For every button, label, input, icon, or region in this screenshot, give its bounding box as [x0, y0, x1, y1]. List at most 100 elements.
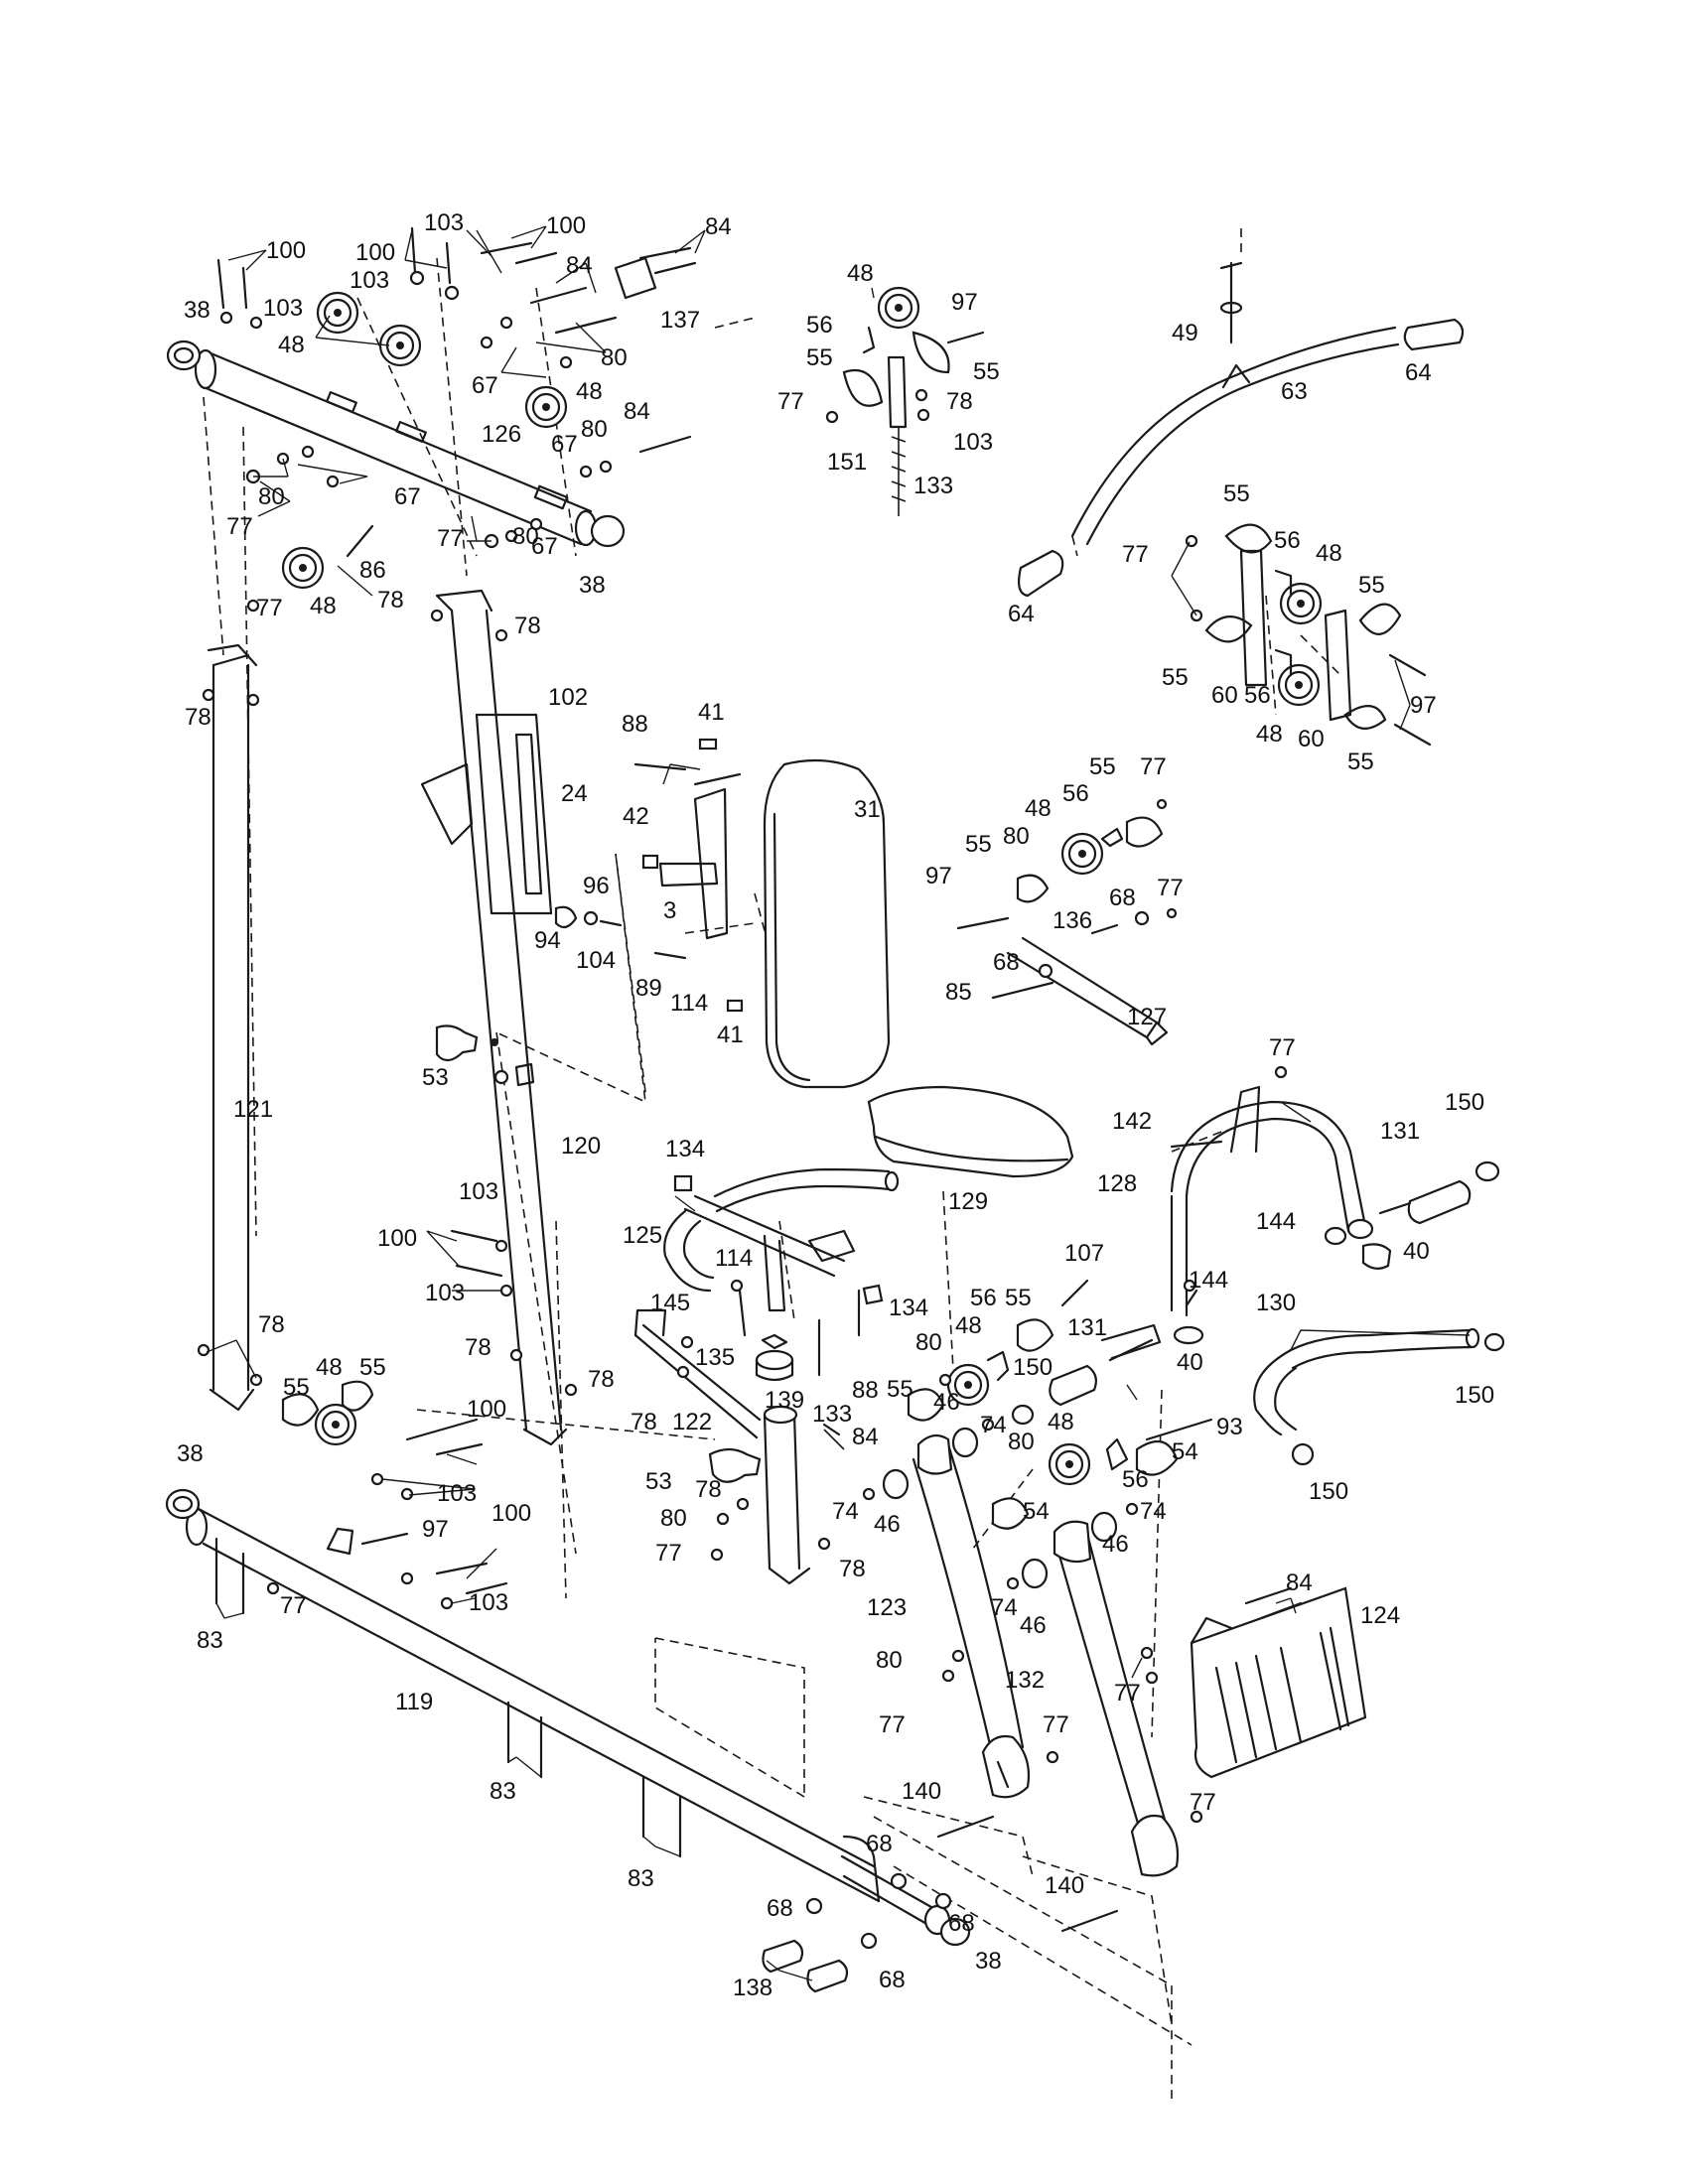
callout-55: 55	[359, 1354, 386, 1381]
callout-97: 97	[951, 289, 978, 316]
callout-150: 150	[1445, 1089, 1484, 1116]
callout-77: 77	[1140, 753, 1167, 780]
callout-80: 80	[1003, 823, 1030, 850]
callout-41: 41	[717, 1022, 744, 1048]
callout-77: 77	[1157, 875, 1184, 901]
callout-48: 48	[310, 593, 337, 619]
callout-48: 48	[1316, 540, 1342, 567]
callout-130: 130	[1256, 1290, 1296, 1316]
callout-134: 134	[889, 1295, 928, 1321]
callout-74: 74	[991, 1594, 1018, 1621]
callout-127: 127	[1127, 1004, 1167, 1030]
callout-40: 40	[1403, 1238, 1430, 1265]
callout-78: 78	[946, 388, 973, 415]
grip-64-right	[1403, 318, 1465, 351]
callout-126: 126	[482, 421, 521, 448]
callout-144: 144	[1256, 1208, 1296, 1235]
callout-leader-lines	[206, 225, 1471, 1981]
callout-48: 48	[1048, 1409, 1074, 1435]
callout-54: 54	[1023, 1498, 1050, 1525]
callout-77: 77	[1269, 1034, 1296, 1061]
assembly-guide-lines	[203, 228, 1341, 2105]
pulley-48-top-1	[316, 291, 359, 335]
callout-151: 151	[827, 449, 867, 476]
backrest-31	[763, 758, 891, 1089]
callout-120: 120	[561, 1133, 601, 1160]
callout-68: 68	[993, 949, 1020, 976]
callout-56: 56	[1062, 780, 1089, 807]
pulley-48-top-2	[378, 324, 422, 367]
pulley-48-plate-2	[1277, 663, 1321, 707]
pulley-plate-assembly-60	[1185, 523, 1432, 747]
callout-97: 97	[422, 1516, 449, 1543]
callout-144: 144	[1189, 1267, 1228, 1294]
callout-133: 133	[913, 473, 953, 499]
callout-64: 64	[1008, 601, 1035, 627]
callout-68: 68	[948, 1910, 975, 1937]
callout-136: 136	[1052, 907, 1092, 934]
nuts-top	[219, 270, 613, 613]
callout-137: 137	[660, 307, 700, 334]
callout-84: 84	[705, 213, 732, 240]
top-tube-126	[194, 348, 598, 547]
callout-55: 55	[283, 1374, 310, 1401]
end-cap-38-right	[590, 514, 626, 548]
callout-78: 78	[695, 1476, 722, 1503]
callout-80: 80	[258, 483, 285, 510]
end-cap-38-left	[166, 340, 202, 371]
callout-103: 103	[263, 295, 303, 322]
callout-85: 85	[945, 979, 972, 1006]
base-tube-119	[185, 1507, 881, 1903]
callout-77: 77	[437, 525, 464, 552]
pulley-48-plate-1	[1279, 582, 1323, 625]
callout-125: 125	[623, 1222, 662, 1249]
callout-77: 77	[226, 513, 253, 540]
callout-78: 78	[631, 1409, 657, 1435]
backrest-bracket-3	[633, 738, 744, 1013]
callout-56: 56	[1244, 682, 1271, 709]
callout-140: 140	[1045, 1872, 1084, 1899]
callout-55: 55	[1089, 753, 1116, 780]
callout-77: 77	[777, 388, 804, 415]
pulley-48-mid	[946, 1363, 990, 1407]
callout-78: 78	[258, 1311, 285, 1338]
callout-77: 77	[256, 595, 283, 621]
callout-103: 103	[953, 429, 993, 456]
grip-64-left	[1018, 549, 1064, 598]
callout-74: 74	[980, 1412, 1007, 1438]
callout-84: 84	[852, 1424, 879, 1450]
callout-80: 80	[915, 1329, 942, 1356]
callout-78: 78	[185, 704, 211, 731]
callout-56: 56	[806, 312, 833, 339]
callout-46: 46	[933, 1389, 960, 1416]
callout-80: 80	[1008, 1429, 1035, 1455]
callout-131: 131	[1380, 1118, 1420, 1145]
callout-56: 56	[1122, 1466, 1149, 1493]
callout-140: 140	[902, 1778, 941, 1805]
lever-pulley-mid	[907, 1279, 1089, 1422]
callout-97: 97	[1410, 692, 1437, 719]
grip-131-lower	[1011, 1323, 1213, 1441]
front-upright-120	[430, 589, 568, 1446]
callout-63: 63	[1281, 378, 1308, 405]
callout-100: 100	[355, 239, 395, 266]
bolts-top	[216, 226, 697, 558]
callout-103: 103	[350, 267, 389, 294]
callout-77: 77	[1190, 1789, 1216, 1816]
callout-55: 55	[1005, 1285, 1032, 1311]
seat-129	[867, 1085, 1074, 1178]
callout-42: 42	[623, 803, 649, 830]
callout-55: 55	[1347, 749, 1374, 775]
callout-80: 80	[660, 1505, 687, 1532]
callout-80: 80	[581, 416, 608, 443]
callout-88: 88	[622, 711, 648, 738]
callout-56: 56	[970, 1285, 997, 1311]
callout-67: 67	[551, 431, 578, 458]
callout-94: 94	[534, 927, 561, 954]
callout-74: 74	[1140, 1498, 1167, 1525]
arm-handle-130	[1253, 1327, 1505, 1466]
arm-frame-128	[1170, 1065, 1392, 1345]
callout-48: 48	[1256, 721, 1283, 748]
base-front-tube	[840, 1854, 971, 1947]
pulley-48-lower-left	[314, 1403, 357, 1446]
